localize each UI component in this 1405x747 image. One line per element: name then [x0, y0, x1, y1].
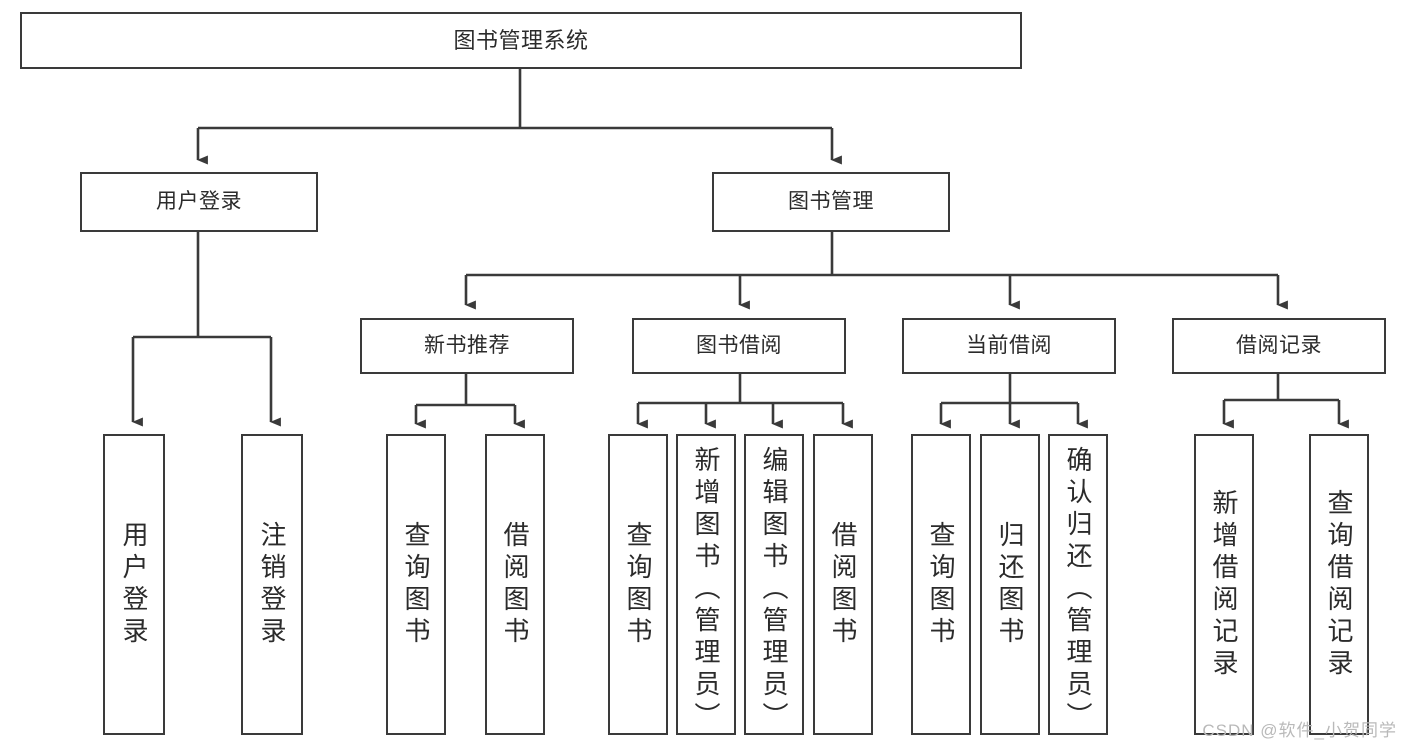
node-current-borrow-label: 当前借阅 [966, 333, 1052, 357]
node-leaf-return-book[interactable]: 归还图书 [980, 434, 1040, 735]
node-leaf-confirm-return-label: 确认归还（管理员） [1063, 446, 1093, 734]
node-leaf-query-book-2[interactable]: 查询图书 [608, 434, 668, 735]
node-leaf-query-book-1[interactable]: 查询图书 [386, 434, 446, 735]
node-leaf-add-borrow-record[interactable]: 新增借阅记录 [1194, 434, 1254, 735]
csdn-watermark: CSDN @软件_小贺同学 [1202, 721, 1397, 740]
node-leaf-user-login-label: 用户登录 [119, 520, 149, 649]
node-leaf-borrow-book-1-label: 借阅图书 [500, 520, 530, 649]
node-leaf-query-borrow-record[interactable]: 查询借阅记录 [1309, 434, 1369, 735]
node-leaf-edit-book-label: 编辑图书（管理员） [759, 446, 789, 734]
node-leaf-confirm-return[interactable]: 确认归还（管理员） [1048, 434, 1108, 735]
node-new-book-recommend-label: 新书推荐 [424, 333, 510, 357]
node-leaf-logout-login-label: 注销登录 [257, 520, 287, 649]
node-borrow-record[interactable]: 借阅记录 [1172, 318, 1386, 374]
node-book-borrow-label: 图书借阅 [696, 333, 782, 357]
node-book-manage-label: 图书管理 [788, 189, 874, 213]
node-leaf-edit-book[interactable]: 编辑图书（管理员） [744, 434, 804, 735]
node-leaf-add-book[interactable]: 新增图书（管理员） [676, 434, 736, 735]
node-root-label: 图书管理系统 [453, 27, 589, 53]
node-current-borrow[interactable]: 当前借阅 [902, 318, 1116, 374]
node-leaf-query-book-2-label: 查询图书 [623, 520, 653, 649]
node-leaf-borrow-book-1[interactable]: 借阅图书 [485, 434, 545, 735]
node-leaf-user-login[interactable]: 用户登录 [103, 434, 165, 735]
node-leaf-add-book-label: 新增图书（管理员） [691, 446, 721, 734]
node-leaf-query-borrow-record-label: 查询借阅记录 [1324, 488, 1354, 681]
node-root[interactable]: 图书管理系统 [20, 12, 1022, 69]
node-book-manage[interactable]: 图书管理 [712, 172, 950, 232]
node-book-borrow[interactable]: 图书借阅 [632, 318, 846, 374]
node-user-login[interactable]: 用户登录 [80, 172, 318, 232]
node-leaf-return-book-label: 归还图书 [995, 520, 1025, 649]
node-leaf-logout-login[interactable]: 注销登录 [241, 434, 303, 735]
node-leaf-query-book-3-label: 查询图书 [926, 520, 956, 649]
node-user-login-label: 用户登录 [156, 189, 242, 213]
node-leaf-add-borrow-record-label: 新增借阅记录 [1209, 488, 1239, 681]
node-leaf-query-book-3[interactable]: 查询图书 [911, 434, 971, 735]
node-leaf-borrow-book-2[interactable]: 借阅图书 [813, 434, 873, 735]
node-leaf-borrow-book-2-label: 借阅图书 [828, 520, 858, 649]
node-borrow-record-label: 借阅记录 [1236, 333, 1322, 357]
node-leaf-query-book-1-label: 查询图书 [401, 520, 431, 649]
node-new-book-recommend[interactable]: 新书推荐 [360, 318, 574, 374]
